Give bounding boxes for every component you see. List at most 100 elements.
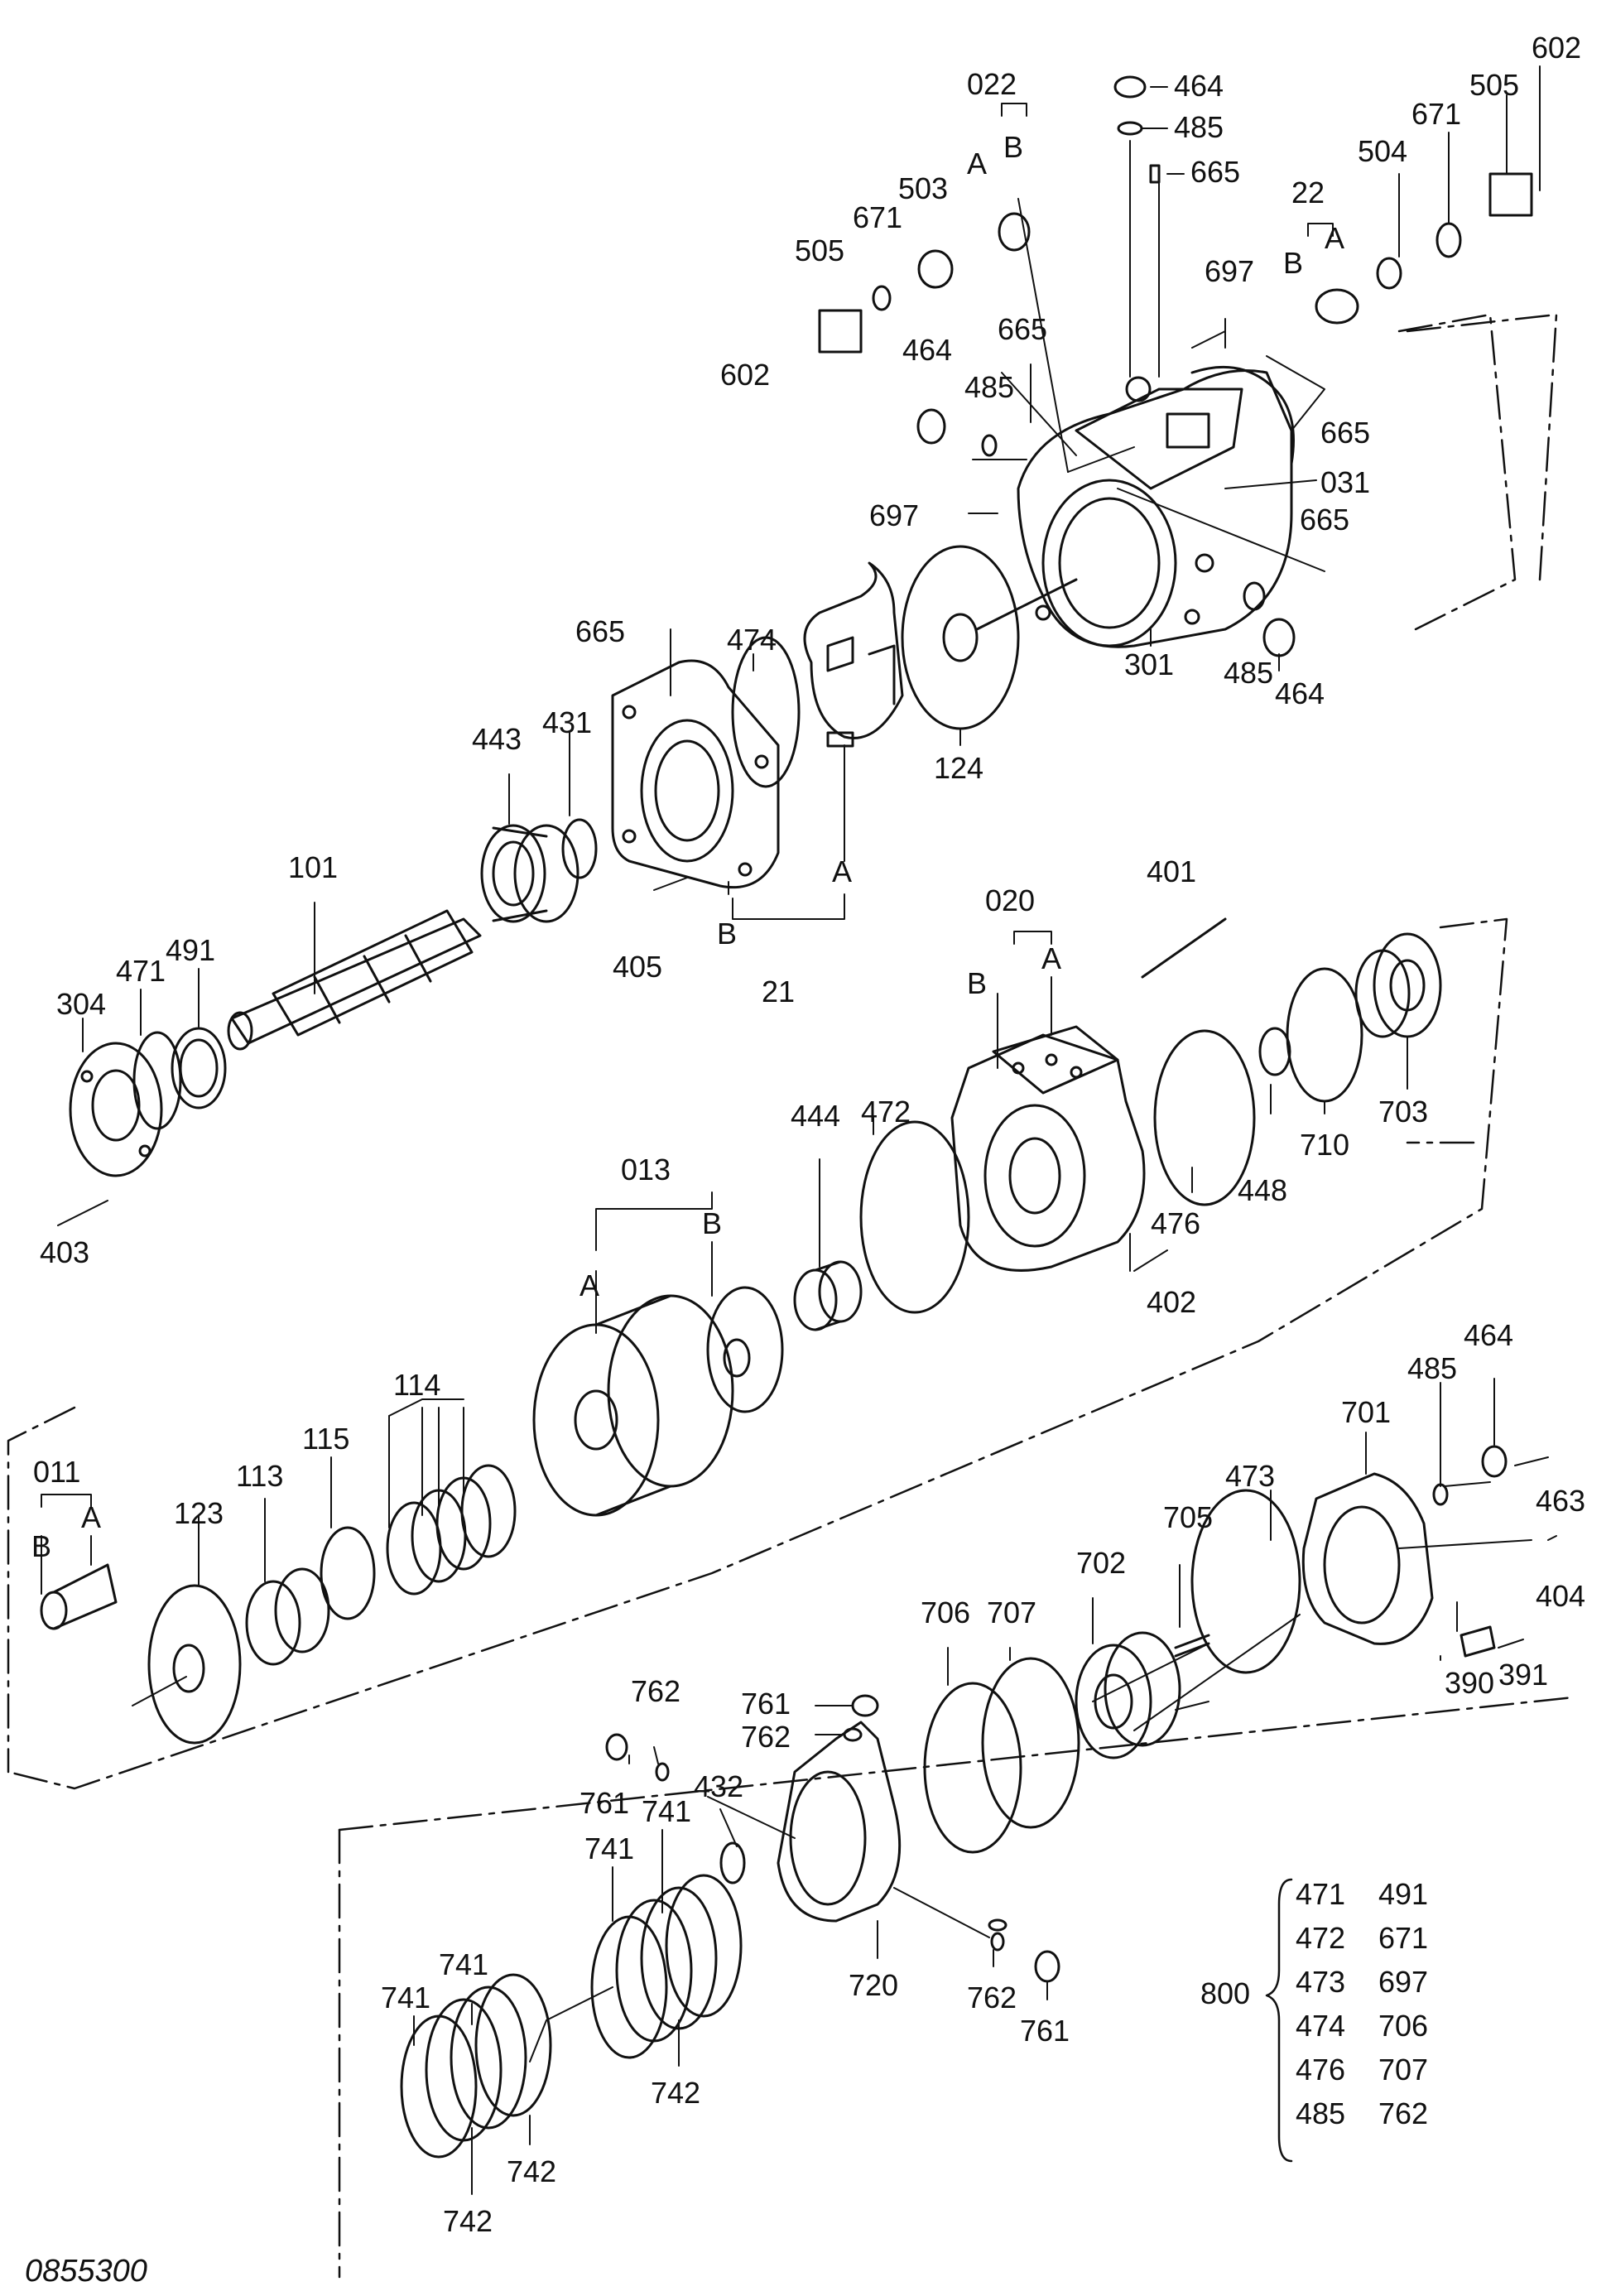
label-665-flange: 665 bbox=[575, 614, 625, 648]
ring-706 bbox=[923, 1682, 1022, 1854]
label-405: 405 bbox=[613, 950, 662, 984]
gear-703 bbox=[1354, 932, 1442, 1038]
label-762-mid: 762 bbox=[741, 1720, 791, 1754]
plate-123 bbox=[147, 1584, 242, 1745]
bearing-448 bbox=[1258, 1027, 1291, 1076]
label-123: 123 bbox=[174, 1496, 224, 1530]
cover-701 bbox=[1301, 1472, 1434, 1645]
valve-plate-013b bbox=[706, 1286, 784, 1413]
label-505-left: 505 bbox=[795, 233, 844, 267]
springs-114 bbox=[386, 1464, 517, 1596]
o-ring-476 bbox=[1153, 1029, 1256, 1206]
label-404: 404 bbox=[1536, 1579, 1585, 1613]
label-011: 011 bbox=[33, 1455, 80, 1489]
housing-720 bbox=[777, 1721, 902, 1923]
label-702: 702 bbox=[1076, 1546, 1126, 1580]
label-444: 444 bbox=[791, 1099, 840, 1133]
label-013-b: B bbox=[702, 1206, 722, 1240]
valve-block-020 bbox=[950, 1025, 1146, 1272]
label-464-left: 464 bbox=[902, 333, 952, 367]
cover-304 bbox=[69, 1042, 163, 1177]
label-22-b: B bbox=[1283, 246, 1303, 280]
label-011-a: A bbox=[81, 1500, 101, 1534]
label-464-top: 464 bbox=[1174, 69, 1224, 103]
label-401: 401 bbox=[1147, 854, 1196, 888]
kit-part: 476 bbox=[1296, 2053, 1345, 2087]
label-114: 114 bbox=[393, 1368, 440, 1402]
label-304: 304 bbox=[56, 987, 106, 1021]
label-707: 707 bbox=[987, 1596, 1036, 1629]
label-022-b: B bbox=[1003, 130, 1023, 164]
flange-housing-21 bbox=[611, 659, 780, 889]
figure-id: 0855300 bbox=[25, 2254, 147, 2289]
label-742-c: 742 bbox=[507, 2154, 556, 2188]
label-761-left: 761 bbox=[579, 1786, 629, 1820]
label-741-c: 741 bbox=[381, 1981, 430, 2014]
label-113: 113 bbox=[236, 1459, 283, 1493]
kit-part: 697 bbox=[1378, 1965, 1428, 1999]
label-21-b: B bbox=[717, 917, 737, 951]
label-464-cover: 464 bbox=[1464, 1318, 1513, 1352]
label-022: 022 bbox=[967, 67, 1017, 101]
kit-part: 485 bbox=[1296, 2096, 1345, 2130]
label-665-left: 665 bbox=[998, 312, 1047, 346]
label-671-right: 671 bbox=[1411, 97, 1461, 131]
label-443: 443 bbox=[472, 722, 522, 756]
label-391: 391 bbox=[1498, 1658, 1548, 1692]
label-022-a: A bbox=[967, 147, 987, 181]
label-390: 390 bbox=[1445, 1666, 1494, 1700]
label-665-top: 665 bbox=[1190, 155, 1240, 189]
label-115: 115 bbox=[302, 1422, 349, 1456]
label-703: 703 bbox=[1378, 1095, 1428, 1129]
kit-part: 762 bbox=[1378, 2096, 1428, 2130]
label-463: 463 bbox=[1536, 1484, 1585, 1518]
label-710: 710 bbox=[1300, 1128, 1349, 1162]
label-22: 22 bbox=[1291, 176, 1325, 209]
o-ring-471 bbox=[132, 1031, 182, 1130]
motor-housing-301 bbox=[1017, 365, 1295, 648]
label-485-cover: 485 bbox=[1407, 1351, 1457, 1385]
label-762-top: 762 bbox=[631, 1674, 680, 1708]
label-471: 471 bbox=[116, 954, 166, 988]
ring-707 bbox=[981, 1657, 1080, 1829]
o-ring-472 bbox=[859, 1120, 970, 1314]
label-742-a: 742 bbox=[651, 2076, 700, 2110]
label-21: 21 bbox=[762, 975, 795, 1008]
kit-part: 472 bbox=[1296, 1921, 1345, 1955]
part-labels: 022 A B 464 485 665 602 505 671 503 671 … bbox=[31, 31, 1585, 2238]
label-720: 720 bbox=[849, 1968, 898, 2002]
label-485-left: 485 bbox=[964, 370, 1014, 404]
label-472: 472 bbox=[861, 1095, 911, 1129]
retainer-113 bbox=[245, 1567, 330, 1666]
label-464-lower-right: 464 bbox=[1275, 676, 1325, 710]
label-402: 402 bbox=[1147, 1285, 1196, 1319]
label-504: 504 bbox=[1358, 134, 1407, 168]
label-742-b: 742 bbox=[443, 2204, 493, 2238]
label-432: 432 bbox=[694, 1769, 743, 1803]
label-474: 474 bbox=[727, 623, 777, 657]
label-476: 476 bbox=[1151, 1206, 1200, 1240]
bracket-390 bbox=[1460, 1625, 1496, 1658]
cylinder-block-013a bbox=[532, 1294, 734, 1517]
label-491: 491 bbox=[166, 933, 215, 967]
snap-ring-431 bbox=[561, 818, 598, 879]
repair-kit-800: 800 471 491 472 671 473 697 474 706 476 … bbox=[1200, 1877, 1428, 2130]
kit-part: 706 bbox=[1378, 2009, 1428, 2043]
label-503: 503 bbox=[898, 171, 948, 205]
label-697-upper: 697 bbox=[1205, 254, 1254, 288]
kit-part: 473 bbox=[1296, 1965, 1345, 1999]
label-741-a: 741 bbox=[584, 1832, 634, 1865]
seal-491 bbox=[171, 1027, 227, 1109]
leader-lines bbox=[41, 65, 1557, 2195]
washer-115 bbox=[320, 1526, 376, 1620]
kit-part: 491 bbox=[1378, 1877, 1428, 1911]
bolt-401 bbox=[1141, 917, 1227, 979]
disc-124 bbox=[901, 545, 1078, 730]
label-701: 701 bbox=[1341, 1395, 1391, 1429]
kit-part: 671 bbox=[1378, 1921, 1428, 1955]
label-705: 705 bbox=[1163, 1500, 1213, 1534]
label-741-d: 741 bbox=[439, 1947, 488, 1981]
label-473: 473 bbox=[1225, 1459, 1275, 1493]
label-448: 448 bbox=[1238, 1173, 1287, 1207]
label-431: 431 bbox=[542, 705, 592, 739]
